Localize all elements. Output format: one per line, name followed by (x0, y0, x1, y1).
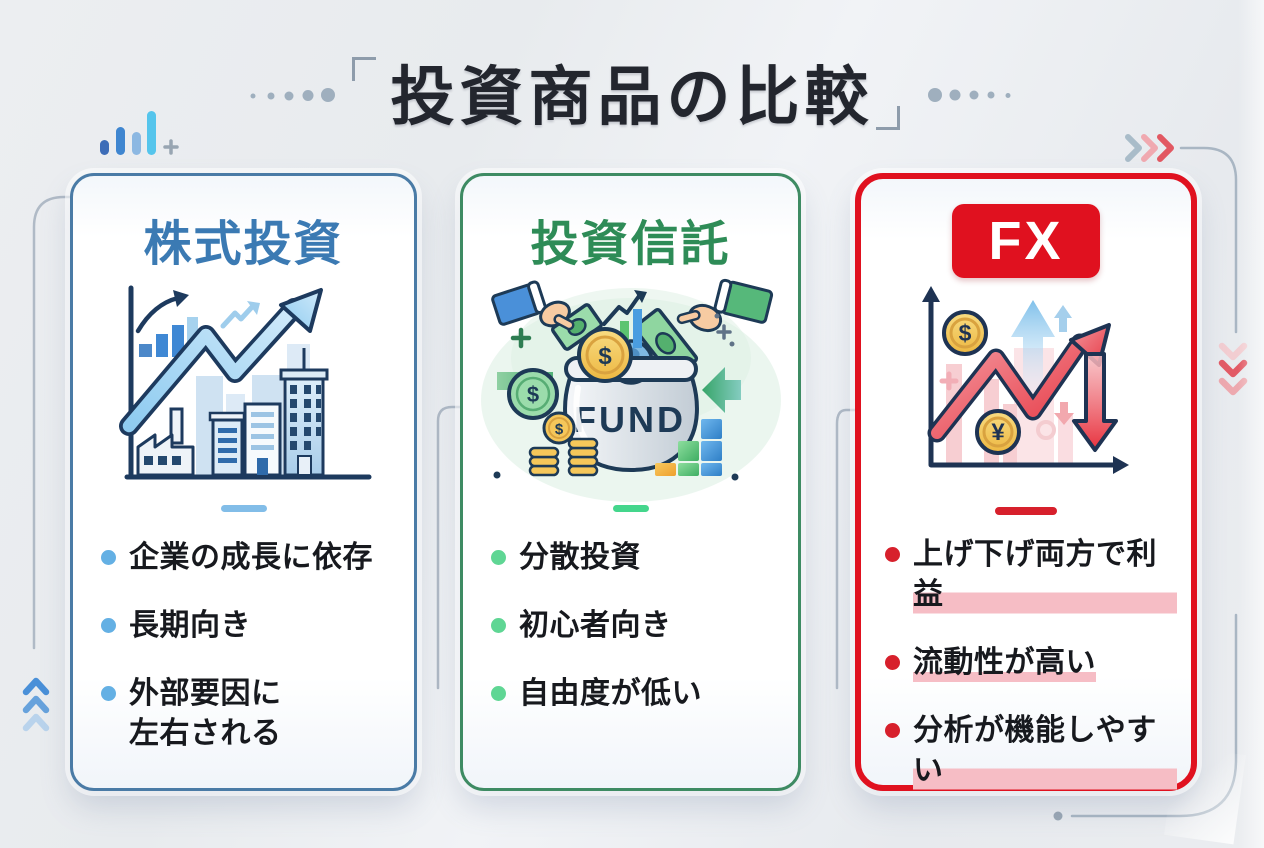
bullet-text: 長期向き (129, 609, 251, 642)
bullet-text: 初心者向き (519, 609, 672, 642)
connector-line-between-2-3 (835, 408, 857, 690)
bullet-dot (101, 550, 116, 565)
bullet-dot (885, 547, 900, 562)
card-stock-investment: 株式投資 (70, 173, 417, 791)
bullet-dot (491, 550, 506, 565)
dots-row-left (250, 88, 335, 102)
green-dollar-coin-icon: $ (506, 368, 559, 420)
pink-ring-icon (1036, 420, 1056, 440)
edge-sheen (1238, 0, 1264, 848)
bullet-text: 上げ下げ両方で利益 (913, 535, 1177, 615)
fund-pot-illustration: $ FUND (480, 278, 781, 502)
card-investment-trust: 投資信託 (460, 173, 801, 791)
bullet-text: 流動性が高い (913, 643, 1096, 683)
big-blue-up-arrow (1011, 300, 1055, 393)
dots-row-right (928, 88, 1011, 102)
title-bracket-right (876, 106, 900, 130)
connector-line-between-1-2 (436, 405, 462, 690)
divider-fx (995, 507, 1057, 515)
bullet-dot (491, 686, 506, 701)
bullet-text: 外部要因に 左右される (129, 677, 282, 750)
dollar-coin-icon: $ (942, 310, 988, 356)
bullet-text: 企業の成長に依存 (129, 541, 373, 574)
page-curl (1164, 745, 1246, 845)
fx-badge: FX (952, 204, 1100, 278)
list-item: 初心者向き (491, 606, 784, 646)
hand-left-icon (490, 280, 574, 331)
svg-text:¥: ¥ (991, 419, 1005, 446)
card-fx: FX (855, 173, 1197, 791)
svg-text:$: $ (526, 382, 538, 407)
pink-plus-icon (939, 371, 959, 391)
line-end-dot (1053, 811, 1063, 821)
yen-coin-icon: ¥ (975, 409, 1021, 455)
bullet-dot (491, 618, 506, 633)
big-zigzag-up-arrow (118, 288, 323, 436)
funds-illustration-wrap: $ FUND (463, 278, 798, 506)
fx-illustration-wrap: $ ¥ (861, 281, 1191, 509)
red-zigzag-up-arrow (927, 323, 1111, 443)
list-item: 自由度が低い (491, 674, 784, 714)
chevrons-up-icon (22, 677, 50, 732)
list-item: 流動性が高い (885, 643, 1177, 683)
small-up-arrow-icon (1054, 305, 1072, 332)
green-left-arrow-icon (701, 367, 741, 413)
fund-label: FUND (574, 399, 686, 440)
title-bracket-left (352, 57, 376, 81)
hand-right-icon (676, 278, 773, 333)
asset-blocks-icon (654, 419, 722, 476)
gold-dollar-coin-icon: $ (576, 327, 633, 383)
bullet-dot (885, 723, 900, 738)
divider-stocks (220, 505, 267, 512)
stocks-illustration-wrap (73, 278, 414, 506)
svg-text:$: $ (554, 421, 563, 438)
svg-text:$: $ (959, 320, 972, 346)
bullet-dot (101, 686, 116, 701)
list-item: 上げ下げ両方で利益 (885, 535, 1177, 615)
bullet-list-stocks: 企業の成長に依存 長期向き 外部要因に 左右される (101, 538, 400, 782)
small-up-arrow-icon (220, 301, 260, 329)
page-title: 投資商品の比較 (390, 61, 874, 133)
fx-updown-chart-illustration: $ ¥ (922, 286, 1129, 474)
card-title-stocks: 株式投資 (143, 218, 344, 271)
fx-badge-label: FX (988, 211, 1064, 271)
office-building-icon (208, 411, 245, 477)
chevrons-right-icon (1125, 134, 1174, 162)
fund-pot-icon: FUND (562, 370, 699, 472)
svg-text:$: $ (598, 343, 612, 370)
factory-icon (136, 407, 194, 477)
bullet-list-fx: 上げ下げ両方で利益 流動性が高い 分析が機能しやすい (885, 535, 1177, 819)
bar-chart-icon (100, 111, 156, 155)
bullet-text: 分析が機能しやすい (913, 711, 1177, 791)
stock-growth-chart-illustration (118, 285, 371, 480)
bullet-list-funds: 分散投資 初心者向き 自由度が低い (491, 538, 784, 742)
coin-stacks-icon: $ (528, 411, 598, 477)
list-item: 外部要因に 左右される (101, 674, 400, 754)
white-building-icon (243, 402, 281, 477)
connector-line-left-edge (32, 195, 90, 650)
curved-arrow-icon (135, 290, 189, 334)
plus-icon (163, 139, 179, 155)
small-down-arrow-icon (1054, 402, 1074, 425)
connector-line-top-right (1179, 146, 1238, 334)
list-item: 企業の成長に依存 (101, 538, 400, 578)
list-item: 分析が機能しやすい (885, 711, 1177, 791)
list-item: 長期向き (101, 606, 400, 646)
tower-building-icon (279, 348, 328, 477)
big-red-down-arrow (1072, 352, 1118, 452)
bullet-dot (101, 618, 116, 633)
sparkle-decorations (493, 313, 738, 481)
bullet-text: 自由度が低い (519, 677, 702, 710)
bullet-text: 分散投資 (519, 541, 641, 574)
list-item: 分散投資 (491, 538, 784, 578)
divider-funds (612, 505, 649, 512)
bullet-dot (885, 655, 900, 670)
card-title-funds: 投資信託 (530, 218, 731, 271)
chart-axes (124, 285, 371, 480)
